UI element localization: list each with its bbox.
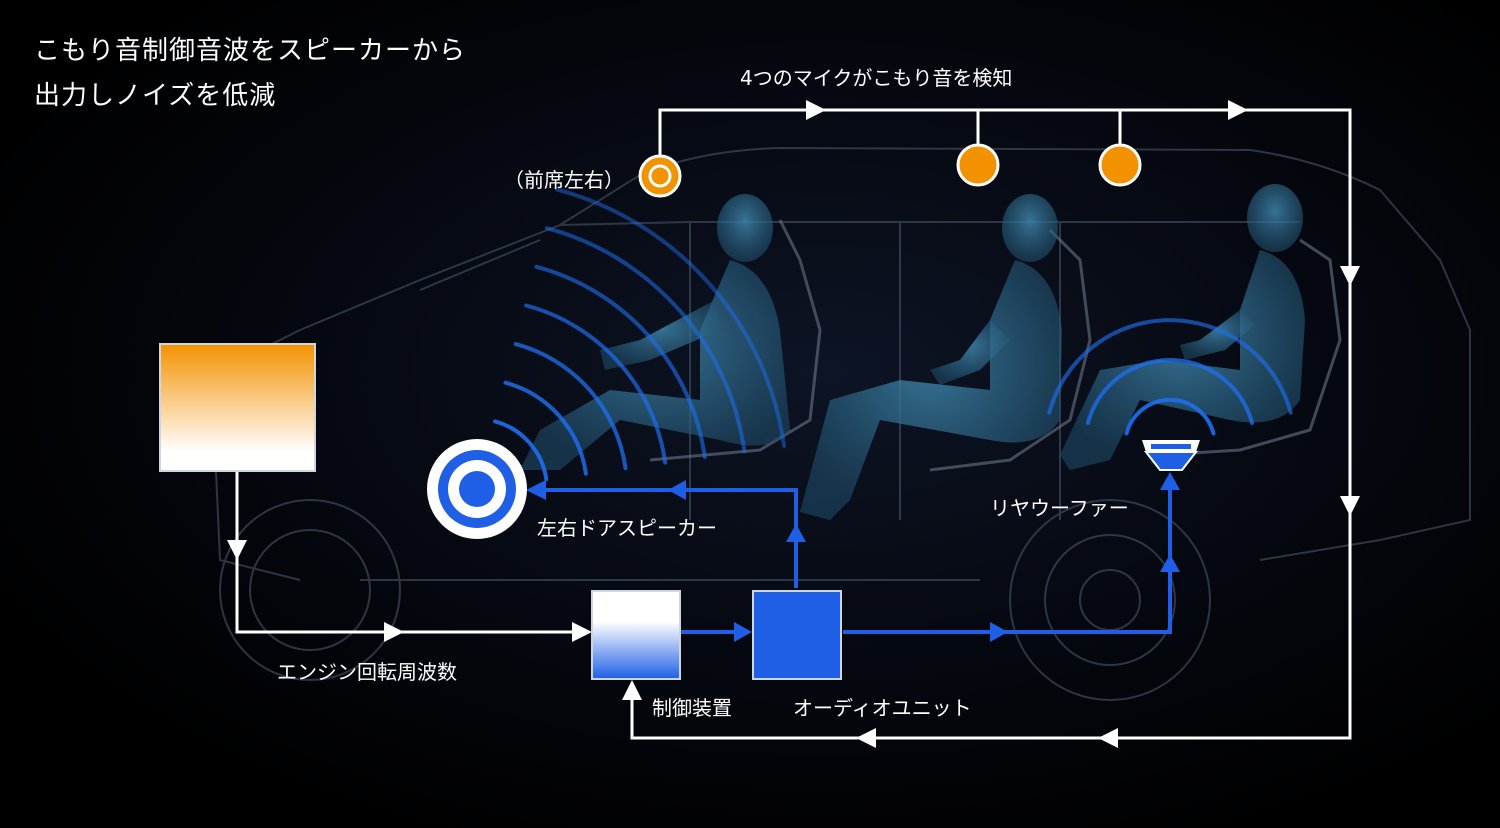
occupants	[520, 184, 1305, 520]
arrow-right-top-1	[806, 100, 826, 120]
arrow-up-sub-2	[1160, 472, 1180, 490]
subwoofer-icon	[1142, 440, 1200, 471]
seats	[649, 219, 1342, 472]
arrow-up-controller	[622, 680, 642, 700]
engine-signal-path	[235, 472, 584, 634]
middle-passenger-figure	[800, 194, 1062, 520]
door-speakers-label: 左右ドアスピーカー	[537, 516, 717, 540]
arrow-left-1	[668, 480, 686, 500]
wave-arc	[513, 342, 628, 471]
arrow-to-audio-unit	[734, 622, 752, 642]
wave-arc	[1124, 397, 1216, 436]
driver-figure	[520, 194, 790, 470]
wave-arc	[1047, 318, 1293, 415]
door-speaker-waves	[493, 187, 786, 482]
mics-label: 4つのマイクがこもり音を検知	[740, 66, 1013, 90]
white-arrowheads	[227, 100, 1360, 748]
title-line-1: こもり音制御音波をスピーカーから	[34, 36, 467, 66]
rear-mic-icon	[1098, 143, 1142, 187]
middle-mic-icon	[956, 143, 1000, 187]
arrow-down-right-2	[1340, 496, 1360, 516]
mic-feedback-path	[630, 108, 1352, 740]
controller-box	[591, 590, 681, 680]
front-mic-icon	[638, 154, 682, 198]
front-mic-label: （前席左右）	[504, 168, 624, 192]
arrow-right-engine-1	[384, 622, 404, 642]
microphones	[638, 143, 1142, 198]
engine-label: エンジン回転周波数	[277, 660, 457, 684]
arrow-down-engine	[227, 540, 247, 560]
arrow-left-bottom-2	[856, 728, 876, 748]
arrow-left-2	[526, 480, 546, 500]
arrow-left-bottom-1	[1098, 728, 1118, 748]
wave-arc	[544, 226, 747, 454]
arrow-up-audio	[786, 524, 806, 542]
blue-arrowheads	[526, 472, 1180, 642]
wave-arc	[534, 264, 707, 459]
wave-arc	[555, 187, 786, 448]
subwoofer-waves	[1047, 318, 1293, 436]
door-speaker-icon	[427, 439, 527, 539]
car-outline	[213, 146, 1471, 701]
arrow-right-sub	[990, 622, 1008, 642]
audio-unit-label: オーディオユニット	[793, 696, 972, 720]
audio-unit-box	[752, 590, 842, 680]
wave-arc	[503, 380, 588, 476]
arrow-up-sub-1	[1160, 554, 1180, 572]
wave-arc	[524, 303, 668, 465]
subwoofer-label: リヤウーファー	[990, 496, 1129, 520]
arrow-right-top-2	[1228, 100, 1248, 120]
wave-arc	[1085, 358, 1255, 425]
wave-arc	[493, 419, 549, 482]
controller-label: 制御装置	[652, 696, 732, 720]
rear-passenger-figure	[1060, 184, 1305, 470]
engine-box	[159, 343, 316, 472]
arrow-down-right-1	[1340, 266, 1360, 286]
arrow-right-engine-2	[572, 622, 592, 642]
title-line-2: 出力しノイズを低減	[34, 81, 277, 111]
